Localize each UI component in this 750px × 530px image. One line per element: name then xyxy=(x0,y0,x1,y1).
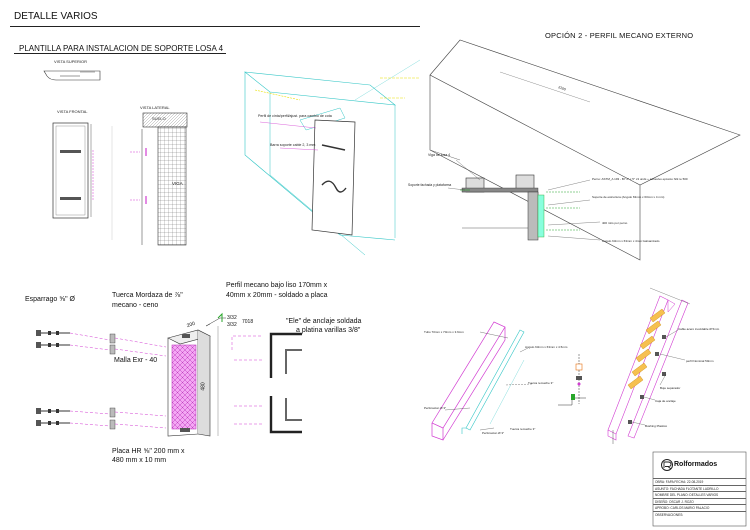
titleblock-row-asunto: ASUNTO: FACHADA FLOTANTE LADRILLO xyxy=(653,484,746,492)
label-perfil-1: Perfil mecano bajo liso 170mm x xyxy=(226,282,328,289)
iso-label-b: Barra soporte cable 2, 3 mm xyxy=(270,143,315,147)
weld-a: 3/32 xyxy=(227,315,237,321)
br-caja-label: Caja de anclaje xyxy=(655,399,676,403)
company-logo-icon xyxy=(661,459,673,471)
titleblock-row-nombre: NOMBRE DEL PLANO: DETALLES VARIOS xyxy=(653,491,746,498)
template-title: PLANTILLA PARA INSTALACION DE SOPORTE LO… xyxy=(19,44,224,53)
weld-num: 7018 xyxy=(242,319,254,325)
dim-480: 480 xyxy=(200,382,207,391)
label-vista-superior: VISTA SUPERIOR xyxy=(54,59,88,64)
iso-perforacion-b-label: Perforacion Ø 3" xyxy=(482,431,504,435)
bottom-right-iso xyxy=(607,287,691,444)
br-buje-label: Buje separador xyxy=(660,386,680,390)
label-perfil-2: 40mm x 20mm - soldado a placa xyxy=(226,292,328,299)
option-title: OPCIÓN 2 - PERFIL MECANO EXTERNO xyxy=(545,31,694,40)
iso-beam-drawing xyxy=(244,59,421,256)
esparrago-top-2 xyxy=(36,342,70,348)
titleblock-row-observaciones: OBSERVACIONES: xyxy=(653,511,746,526)
bottom-left-drawing xyxy=(36,312,302,437)
br-cable-label: Cable acero inoxidable Ø 5mm xyxy=(678,327,720,331)
label-ele-1: "Ele" de anclaje soldada xyxy=(286,318,362,325)
iso-perforacion-a-label: Perforacion Ø 3" xyxy=(424,406,446,410)
vista-superior-drawing xyxy=(43,70,101,81)
iso-angulo-label: Angulo 63mm x 63mm x 4.5mm xyxy=(525,345,568,349)
iso-tubo-label: Tubo 70mm x 70mm x 3.6mm xyxy=(424,330,464,334)
option2-notas-perno: 400 mtrs por perno xyxy=(602,221,628,225)
option2-drawing xyxy=(380,39,741,261)
esparrago-bottom-2 xyxy=(36,420,70,426)
label-placa-1: Placa HR ⅝" 200 mm x xyxy=(112,448,185,455)
label-vista-lateral: VISTA LATERAL xyxy=(140,105,170,110)
option2-viga-label: Viga de losa 4 xyxy=(428,153,450,157)
option2-perno: Perno: ASTM_A 193 - B7 2" x 5" x3 unds +… xyxy=(592,177,688,181)
titleblock: OBRA: FAPA FECHA: 22-08-2019 ASUNTO: FAC… xyxy=(653,478,746,526)
titleblock-row-aprobo: APROBO: CARLOS MARIO PALACIO xyxy=(653,504,746,511)
iso-tuerca-b-label: Tuerca remache 3" xyxy=(510,427,535,431)
label-placa-2: 480 mm x 10 mm xyxy=(112,457,167,464)
label-vista-frontal: VISTA FRONTAL xyxy=(57,109,88,114)
label-tuerca-2: mecano - ceno xyxy=(112,302,159,309)
titleblock-row-obra: OBRA: FAPA FECHA: 22-08-2019 xyxy=(653,478,746,485)
vista-frontal-drawing xyxy=(52,122,94,219)
label-tuerca: Tuerca Mordaza de ⅞" xyxy=(112,292,183,299)
bottom-iso-tubes xyxy=(431,321,586,441)
weld-b: 3/32 xyxy=(227,322,237,328)
label-malla: Malla Exr - 40 xyxy=(114,357,158,364)
vista-lateral-drawing xyxy=(111,112,188,246)
titleblock-row-diseno: DISEÑO: OSCAR J. ROZO xyxy=(653,497,746,505)
label-ele-2: a platina varillas 3/8" xyxy=(296,327,361,334)
option2-soporte-estructura: Soporte de estructura (Angulo 63mm x 63m… xyxy=(592,195,664,199)
iso-tuerca-a-label: Tuerca remache 3" xyxy=(528,381,553,385)
titleblock-frame xyxy=(652,451,747,527)
esparrago-top xyxy=(36,330,70,336)
option2-soporte-label: Soporte fachada y plataforma xyxy=(408,183,451,187)
title-underline xyxy=(10,26,420,27)
br-bushing-label: Bushing Plastico xyxy=(645,424,668,428)
option2-angulo-label: Angulo 63mm x 63mm x 4mm Galvanizado xyxy=(602,239,660,243)
template-underline xyxy=(14,53,226,54)
esparrago-bottom xyxy=(36,408,70,414)
label-esparrago: Esparrago ⅝" Ø xyxy=(25,296,75,303)
company-name: Rolformados xyxy=(674,461,718,468)
sheet-title: DETALLE VARIOS xyxy=(14,11,98,22)
iso-label-a: Perfil de cinta/perfil/ajust. para cambi… xyxy=(258,114,332,118)
option2-dimension: 2100 xyxy=(558,85,567,91)
br-perfil-label: perfil Nominal 50mm xyxy=(686,359,714,363)
